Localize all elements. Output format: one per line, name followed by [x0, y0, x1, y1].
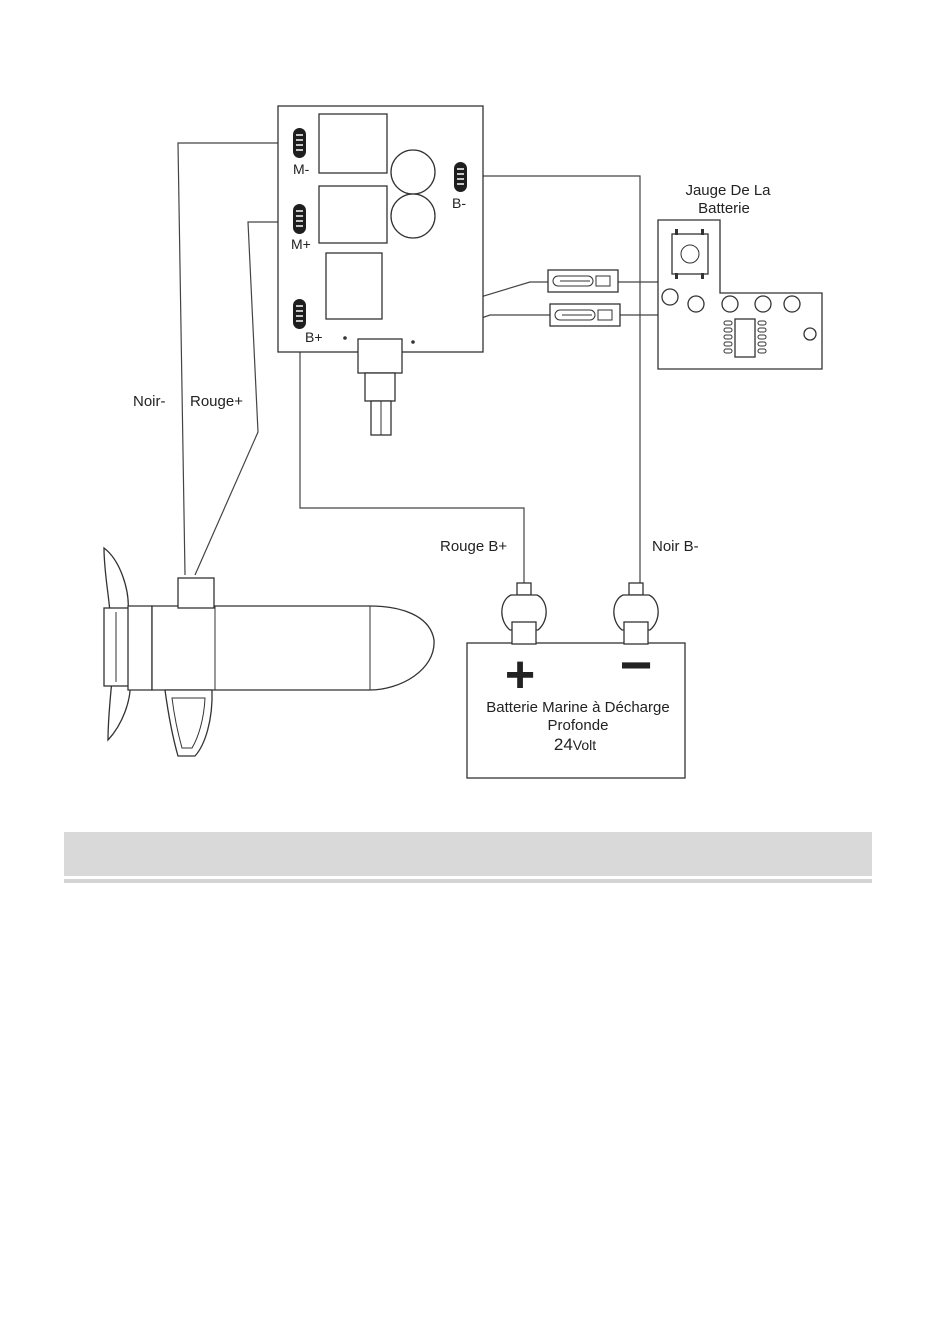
gauge-led-6	[804, 328, 816, 340]
connector-lower	[550, 304, 620, 326]
gauge-button	[672, 234, 708, 274]
battery-voltage-number: 24	[554, 735, 573, 754]
gauge-led-4	[755, 296, 771, 312]
capacitor-2	[391, 194, 435, 238]
terminal-b-minus	[454, 162, 467, 192]
battery-post-positive	[502, 583, 546, 644]
battery-gauge-board	[658, 220, 822, 369]
relay-1	[319, 114, 387, 173]
capacitor-1	[391, 150, 435, 194]
terminal-label-b-minus: B-	[452, 195, 466, 211]
relay-2	[319, 186, 387, 243]
connector-upper	[548, 270, 618, 292]
wire-label-black-motor: Noir-	[133, 393, 166, 410]
terminal-m-plus	[293, 204, 306, 234]
relay-3	[326, 253, 382, 319]
terminal-b-plus	[293, 299, 306, 329]
terminal-label-b-plus: B+	[305, 329, 323, 345]
wire-motor-black	[178, 143, 293, 575]
gauge-led-5	[784, 296, 800, 312]
battery-voltage: 24Volt	[554, 735, 596, 754]
controller-board: M- M+ B+ B-	[278, 106, 483, 435]
wiring-diagram: M- M+ B+ B-	[0, 0, 932, 800]
gauge-led-1	[662, 289, 678, 305]
gauge-led-3	[722, 296, 738, 312]
battery-voltage-unit: Volt	[573, 737, 596, 753]
battery-minus-symbol: −	[620, 633, 653, 696]
wire-label-red-battery: Rouge B+	[440, 538, 507, 555]
battery-name-line2: Profonde	[548, 717, 609, 734]
wire-battery-black	[461, 176, 640, 585]
terminal-label-m-plus: M+	[291, 236, 311, 252]
section-header-band	[64, 832, 872, 876]
terminal-m-minus	[293, 128, 306, 158]
trolling-motor	[104, 548, 434, 756]
potentiometer	[358, 339, 402, 435]
gauge-title-line2: Batterie	[698, 200, 750, 217]
gauge-led-2	[688, 296, 704, 312]
gauge-title-line1: Jauge De La	[685, 182, 771, 199]
battery-name-line1: Batterie Marine à Décharge	[486, 699, 669, 716]
wire-label-red-motor: Rouge+	[190, 393, 243, 410]
section-divider	[64, 879, 872, 883]
wire-label-black-battery: Noir B-	[652, 538, 699, 555]
battery-plus-symbol: +	[505, 646, 535, 704]
battery: + − Batterie Marine à Décharge Profonde …	[467, 583, 685, 778]
terminal-label-m-minus: M-	[293, 161, 310, 177]
